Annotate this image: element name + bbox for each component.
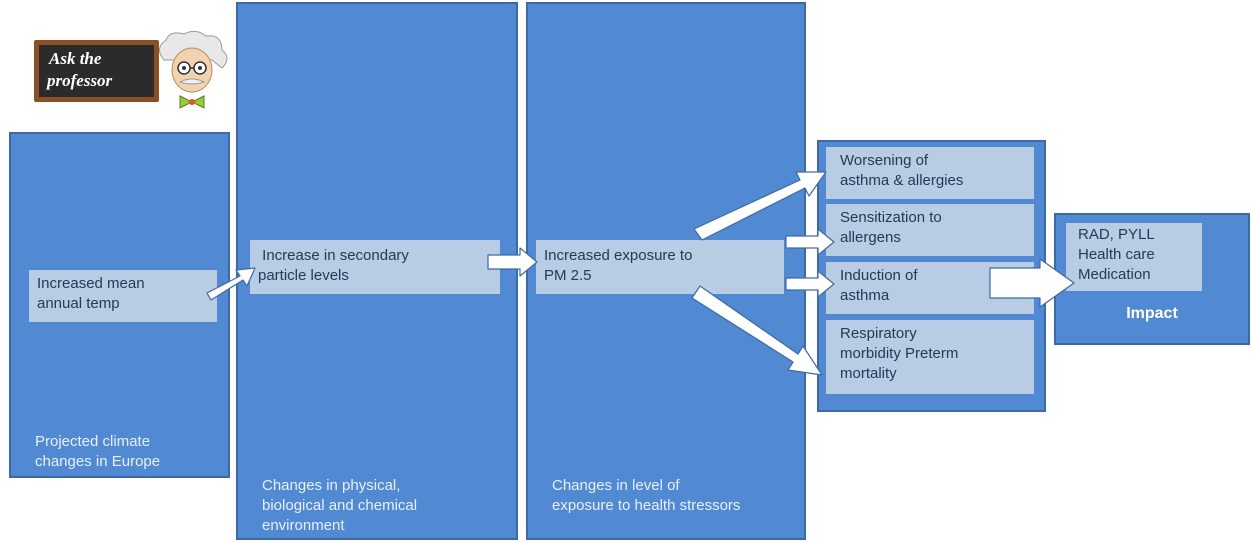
effect-worsening-asthma: Worsening of asthma & allergies — [826, 147, 1034, 199]
box-line-2: annual temp — [37, 295, 120, 312]
chalkboard: Ask the professor — [34, 40, 159, 102]
box-increased-mean-temp: Increased mean annual temp — [29, 270, 217, 322]
effect-line-2: allergens — [840, 229, 901, 246]
arrow-exposure-to-sensitization — [785, 228, 835, 256]
arrow-exposure-to-respiratory — [691, 285, 823, 376]
arrow-exposure-to-worsening — [693, 171, 827, 241]
effect-sensitization: Sensitization to allergens — [826, 204, 1034, 256]
caption-line-1: Changes in level of — [552, 477, 680, 494]
column-environment-changes: Increase in secondary particle levels Ch… — [236, 2, 518, 540]
effect-line-2: morbidity Preterm — [840, 345, 959, 362]
arrow-exposure-to-induction — [785, 270, 835, 298]
box-secondary-particles: Increase in secondary particle levels — [250, 240, 500, 294]
logo-line-1: Ask the — [49, 49, 102, 68]
effect-line-1: Respiratory — [840, 325, 917, 342]
impact-metrics: RAD, PYLL Health care Medication — [1066, 223, 1202, 291]
impact-line-2: Health care — [1078, 246, 1155, 263]
arrow-particles-to-exposure — [487, 247, 538, 277]
box-line-1: Increased mean — [37, 275, 145, 292]
box-line-2: PM 2.5 — [544, 267, 592, 284]
caption-line-2: biological and chemical — [262, 497, 418, 514]
logo-line-2: professor — [47, 71, 113, 90]
box-pm25-exposure: Increased exposure to PM 2.5 — [536, 240, 784, 294]
impact-line-1: RAD, PYLL — [1078, 226, 1155, 243]
column-caption: Changes in level of exposure to health s… — [552, 476, 740, 516]
impact-line-3: Medication — [1078, 266, 1151, 283]
caption-line-3: environment — [262, 517, 345, 534]
impact-label: Impact — [1126, 305, 1178, 322]
effect-line-1: Worsening of — [840, 152, 929, 169]
effect-line-2: asthma — [840, 287, 890, 304]
caption-line-2: exposure to health stressors — [552, 497, 741, 514]
column-exposure-changes: Increased exposure to PM 2.5 Changes in … — [526, 2, 806, 540]
professor-cartoon-icon — [159, 30, 228, 109]
effect-line-3: mortality — [840, 365, 897, 382]
column-climate-changes: Increased mean annual temp Projected cli… — [9, 132, 230, 478]
caption-line-1: Changes in physical, — [262, 477, 401, 494]
column-health-effects: Worsening of asthma & allergies Sensitiz… — [817, 140, 1046, 412]
box-line-1: Increase in secondary — [258, 247, 409, 264]
caption-line-1: Projected climate — [35, 433, 151, 450]
effect-line-1: Induction of — [840, 267, 918, 284]
caption-line-2: changes in Europe — [35, 453, 161, 470]
effect-line-2: asthma & allergies — [840, 172, 964, 189]
ask-the-professor-logo: Ask the professor — [34, 30, 234, 112]
effect-respiratory-morbidity: Respiratory morbidity Preterm mortality — [826, 320, 1034, 394]
arrow-temp-to-particles — [206, 267, 256, 301]
impact-box: RAD, PYLL Health care Medication Impact — [1054, 213, 1250, 345]
box-line-2: particle levels — [258, 267, 349, 284]
column-caption: Changes in physical, biological and chem… — [262, 476, 417, 536]
column-caption: Projected climate changes in Europe — [35, 432, 160, 472]
effect-line-1: Sensitization to — [840, 209, 942, 226]
box-line-1: Increased exposure to — [544, 247, 693, 264]
arrow-induction-to-impact — [989, 258, 1075, 308]
